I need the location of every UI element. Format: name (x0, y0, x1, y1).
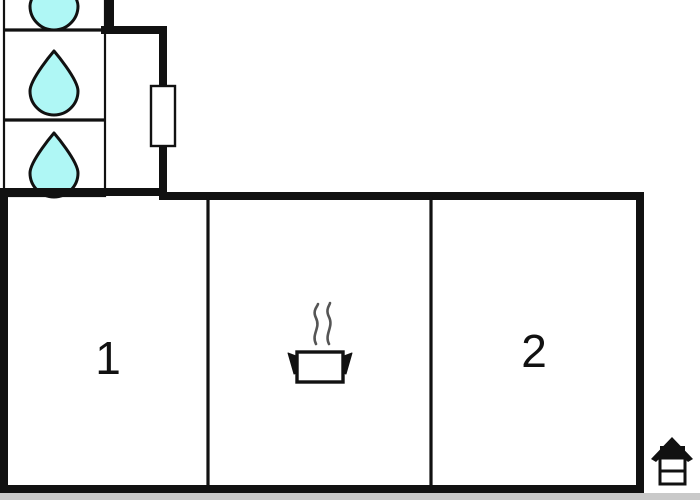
house-pane-upper (658, 456, 687, 473)
water-droplet-icon-middle (28, 49, 80, 117)
water-droplet-icon (28, 131, 80, 199)
room-label-2: 2 (521, 325, 547, 377)
house-pane-lower (658, 469, 687, 486)
water-droplet-icon-bottom (28, 131, 80, 199)
water-droplet-icon (28, 0, 80, 32)
door-opening[interactable] (149, 84, 177, 148)
interior-partitions (206, 196, 433, 489)
steam-wisp-right (326, 301, 332, 346)
house-icon (651, 437, 693, 486)
door-opening-box[interactable] (149, 84, 177, 148)
page-baseline-strip (0, 493, 700, 500)
exterior-walls (0, 0, 644, 493)
water-droplet-icon-top (28, 0, 80, 32)
water-droplet-icon (28, 49, 80, 117)
steam-wisp-left (313, 302, 320, 346)
cooking-pot-icon (287, 301, 353, 384)
room-label-1: 1 (95, 332, 121, 384)
house-attic (660, 446, 685, 458)
pot-body (295, 350, 345, 384)
